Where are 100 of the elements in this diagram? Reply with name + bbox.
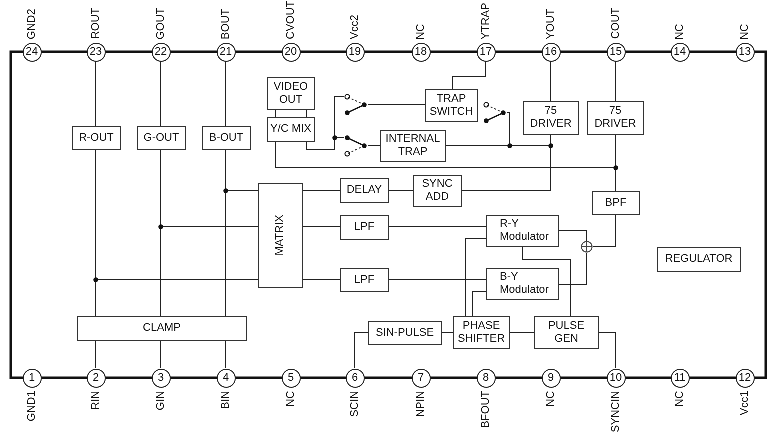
wire bbox=[306, 138, 336, 150]
wire bbox=[302, 226, 340, 228]
pin-name: SCIN bbox=[349, 390, 361, 417]
pin-name: NC bbox=[545, 390, 557, 406]
function-block: Y/C MIX bbox=[267, 117, 315, 142]
function-block: SIN-PULSE bbox=[368, 321, 442, 345]
function-block: SYNC ADD bbox=[413, 175, 462, 207]
function-block: DELAY bbox=[340, 178, 389, 203]
pin-number: 1 bbox=[22, 368, 42, 388]
pin-name: BOUT bbox=[220, 8, 232, 40]
pin-name: NPIN bbox=[415, 390, 427, 417]
function-block: R-OUT bbox=[72, 126, 121, 150]
pin-number: 21 bbox=[216, 42, 236, 62]
pin-name: NC bbox=[415, 24, 427, 40]
pin-number: 6 bbox=[346, 368, 364, 388]
pin-name: Vcc1 bbox=[739, 390, 751, 415]
pin-number: 23 bbox=[86, 42, 106, 62]
pin-number: 24 bbox=[22, 42, 42, 62]
function-block: LPF bbox=[340, 268, 389, 292]
function-block: VIDEO OUT bbox=[267, 77, 315, 110]
wire bbox=[334, 96, 344, 138]
function-block: REGULATOR bbox=[657, 247, 741, 272]
function-block: LPF bbox=[340, 215, 389, 240]
pin-number: 8 bbox=[476, 368, 496, 388]
switch-symbol bbox=[344, 93, 368, 117]
wire bbox=[462, 146, 552, 192]
wire bbox=[510, 332, 534, 334]
wire bbox=[592, 214, 616, 248]
pin-name: YTRAP bbox=[480, 2, 492, 40]
pin-number: 2 bbox=[86, 368, 106, 388]
function-block: G-OUT bbox=[137, 126, 186, 150]
function-block: 75 DRIVER bbox=[523, 101, 579, 135]
wire bbox=[466, 238, 486, 316]
function-block: B-Y Modulator bbox=[486, 268, 559, 300]
wire bbox=[522, 246, 572, 316]
wire bbox=[354, 332, 368, 369]
wire bbox=[226, 190, 258, 192]
pin-name: CVOUT bbox=[285, 1, 297, 40]
pin-number: 7 bbox=[412, 368, 430, 388]
pin-name: Vcc2 bbox=[349, 15, 361, 40]
wire bbox=[160, 150, 162, 228]
pin-number: 19 bbox=[346, 42, 364, 62]
pin-number: 9 bbox=[542, 368, 560, 388]
function-block: R-Y Modulator bbox=[486, 215, 559, 247]
pin-number: 22 bbox=[152, 42, 170, 62]
pin-number: 3 bbox=[152, 368, 170, 388]
wire bbox=[368, 104, 426, 106]
wire bbox=[550, 134, 552, 146]
pin-number: 16 bbox=[542, 42, 560, 62]
pin-name: ROUT bbox=[90, 8, 102, 40]
wire bbox=[598, 332, 616, 369]
pin-name: NC bbox=[285, 390, 297, 406]
pin-name: SYNCIN bbox=[610, 390, 622, 432]
function-block: BPF bbox=[592, 191, 640, 215]
summing-junction-symbol bbox=[581, 241, 593, 253]
pin-name: GND1 bbox=[26, 390, 38, 422]
switch-symbol bbox=[483, 101, 507, 125]
wire bbox=[302, 190, 340, 192]
pin-number: 17 bbox=[476, 42, 496, 62]
wire bbox=[550, 61, 552, 102]
switch-symbol bbox=[344, 134, 368, 158]
pin-name: GOUT bbox=[155, 8, 167, 40]
pin-name: RIN bbox=[90, 390, 102, 410]
pin-name: GND2 bbox=[26, 8, 38, 40]
pin-number: 5 bbox=[282, 368, 300, 388]
function-block: CLAMP bbox=[77, 316, 247, 341]
function-block: TRAP SWITCH bbox=[425, 89, 478, 122]
pin-number: 4 bbox=[216, 368, 236, 388]
function-block: INTERNAL TRAP bbox=[380, 130, 446, 162]
function-block: PHASE SHIFTER bbox=[453, 316, 510, 349]
pin-number: 12 bbox=[736, 368, 754, 388]
wire bbox=[388, 190, 414, 192]
wire bbox=[160, 226, 258, 228]
wire bbox=[452, 61, 486, 90]
pin-number: 15 bbox=[606, 42, 626, 62]
pin-name: NC bbox=[739, 24, 751, 40]
pin-number: 10 bbox=[606, 368, 626, 388]
function-block: MATRIX bbox=[258, 183, 303, 288]
pin-name: BFOUT bbox=[480, 390, 492, 428]
pin-name: YOUT bbox=[545, 8, 557, 40]
pin-number: 13 bbox=[736, 42, 754, 62]
wire bbox=[558, 230, 588, 242]
pin-number: 11 bbox=[670, 368, 690, 388]
pin-name: NC bbox=[674, 24, 686, 40]
wire bbox=[306, 110, 308, 118]
function-block: 75 DRIVER bbox=[587, 101, 644, 135]
pin-name: GIN bbox=[155, 390, 167, 410]
pin-number: 20 bbox=[282, 42, 300, 62]
wire bbox=[160, 340, 162, 369]
pin-name: NC bbox=[674, 390, 686, 406]
wire bbox=[442, 332, 454, 334]
wire bbox=[160, 226, 162, 316]
wire bbox=[276, 142, 616, 168]
wire bbox=[160, 61, 162, 126]
function-block: B-OUT bbox=[202, 126, 251, 150]
pin-number: 18 bbox=[412, 42, 430, 62]
wire bbox=[506, 112, 510, 146]
wire bbox=[472, 292, 486, 316]
wire bbox=[388, 226, 486, 228]
wire bbox=[558, 252, 588, 286]
